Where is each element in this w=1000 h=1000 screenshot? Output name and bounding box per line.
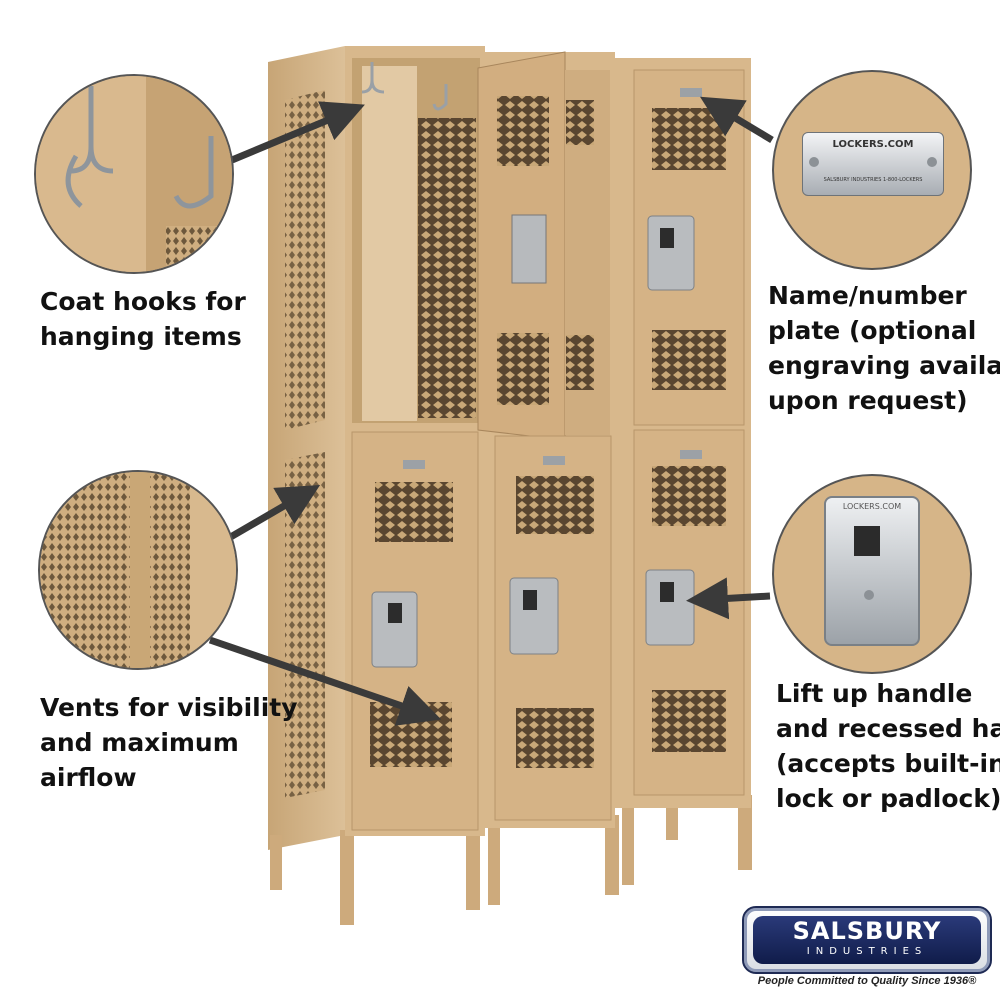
salsbury-logo: SALSBURY INDUSTRIES [742, 906, 992, 974]
arrow-icon [208, 96, 774, 726]
logo-sub: INDUSTRIES [806, 946, 928, 957]
locker-side-panel [268, 46, 345, 850]
coat-hooks-zoom [34, 74, 234, 274]
handle-brand: LOCKERS.COM [842, 502, 902, 511]
handle-icon [371, 591, 418, 668]
caption-vents: Vents for visibility and maximum airflow [40, 693, 298, 792]
caption-name-plate: Name/number plate (optional engraving av… [768, 281, 1000, 415]
handle-zoom: LOCKERS.COM [772, 474, 972, 674]
vents-zoom [38, 470, 238, 670]
nameplate-line2: SALSBURY INDUSTRIES 1-800-LOCKERS [823, 177, 923, 183]
handle-icon: LOCKERS.COM [824, 496, 920, 646]
vent-icon [418, 118, 476, 418]
nameplate-line1: LOCKERS.COM [832, 139, 914, 150]
coat-hook-icon [361, 62, 448, 111]
logo-tagline: People Committed to Quality Since 1936® [757, 975, 977, 987]
locker-legs [270, 795, 752, 925]
caption-handle: Lift up handle and recessed hasp (accept… [776, 679, 1000, 813]
nameplate: LOCKERS.COM SALSBURY INDUSTRIES 1-800-LO… [802, 132, 944, 196]
caption-coat-hooks: Coat hooks for hanging items [40, 287, 246, 351]
nameplate-zoom: LOCKERS.COM SALSBURY INDUSTRIES 1-800-LO… [772, 70, 972, 270]
logo-name: SALSBURY [792, 917, 942, 945]
